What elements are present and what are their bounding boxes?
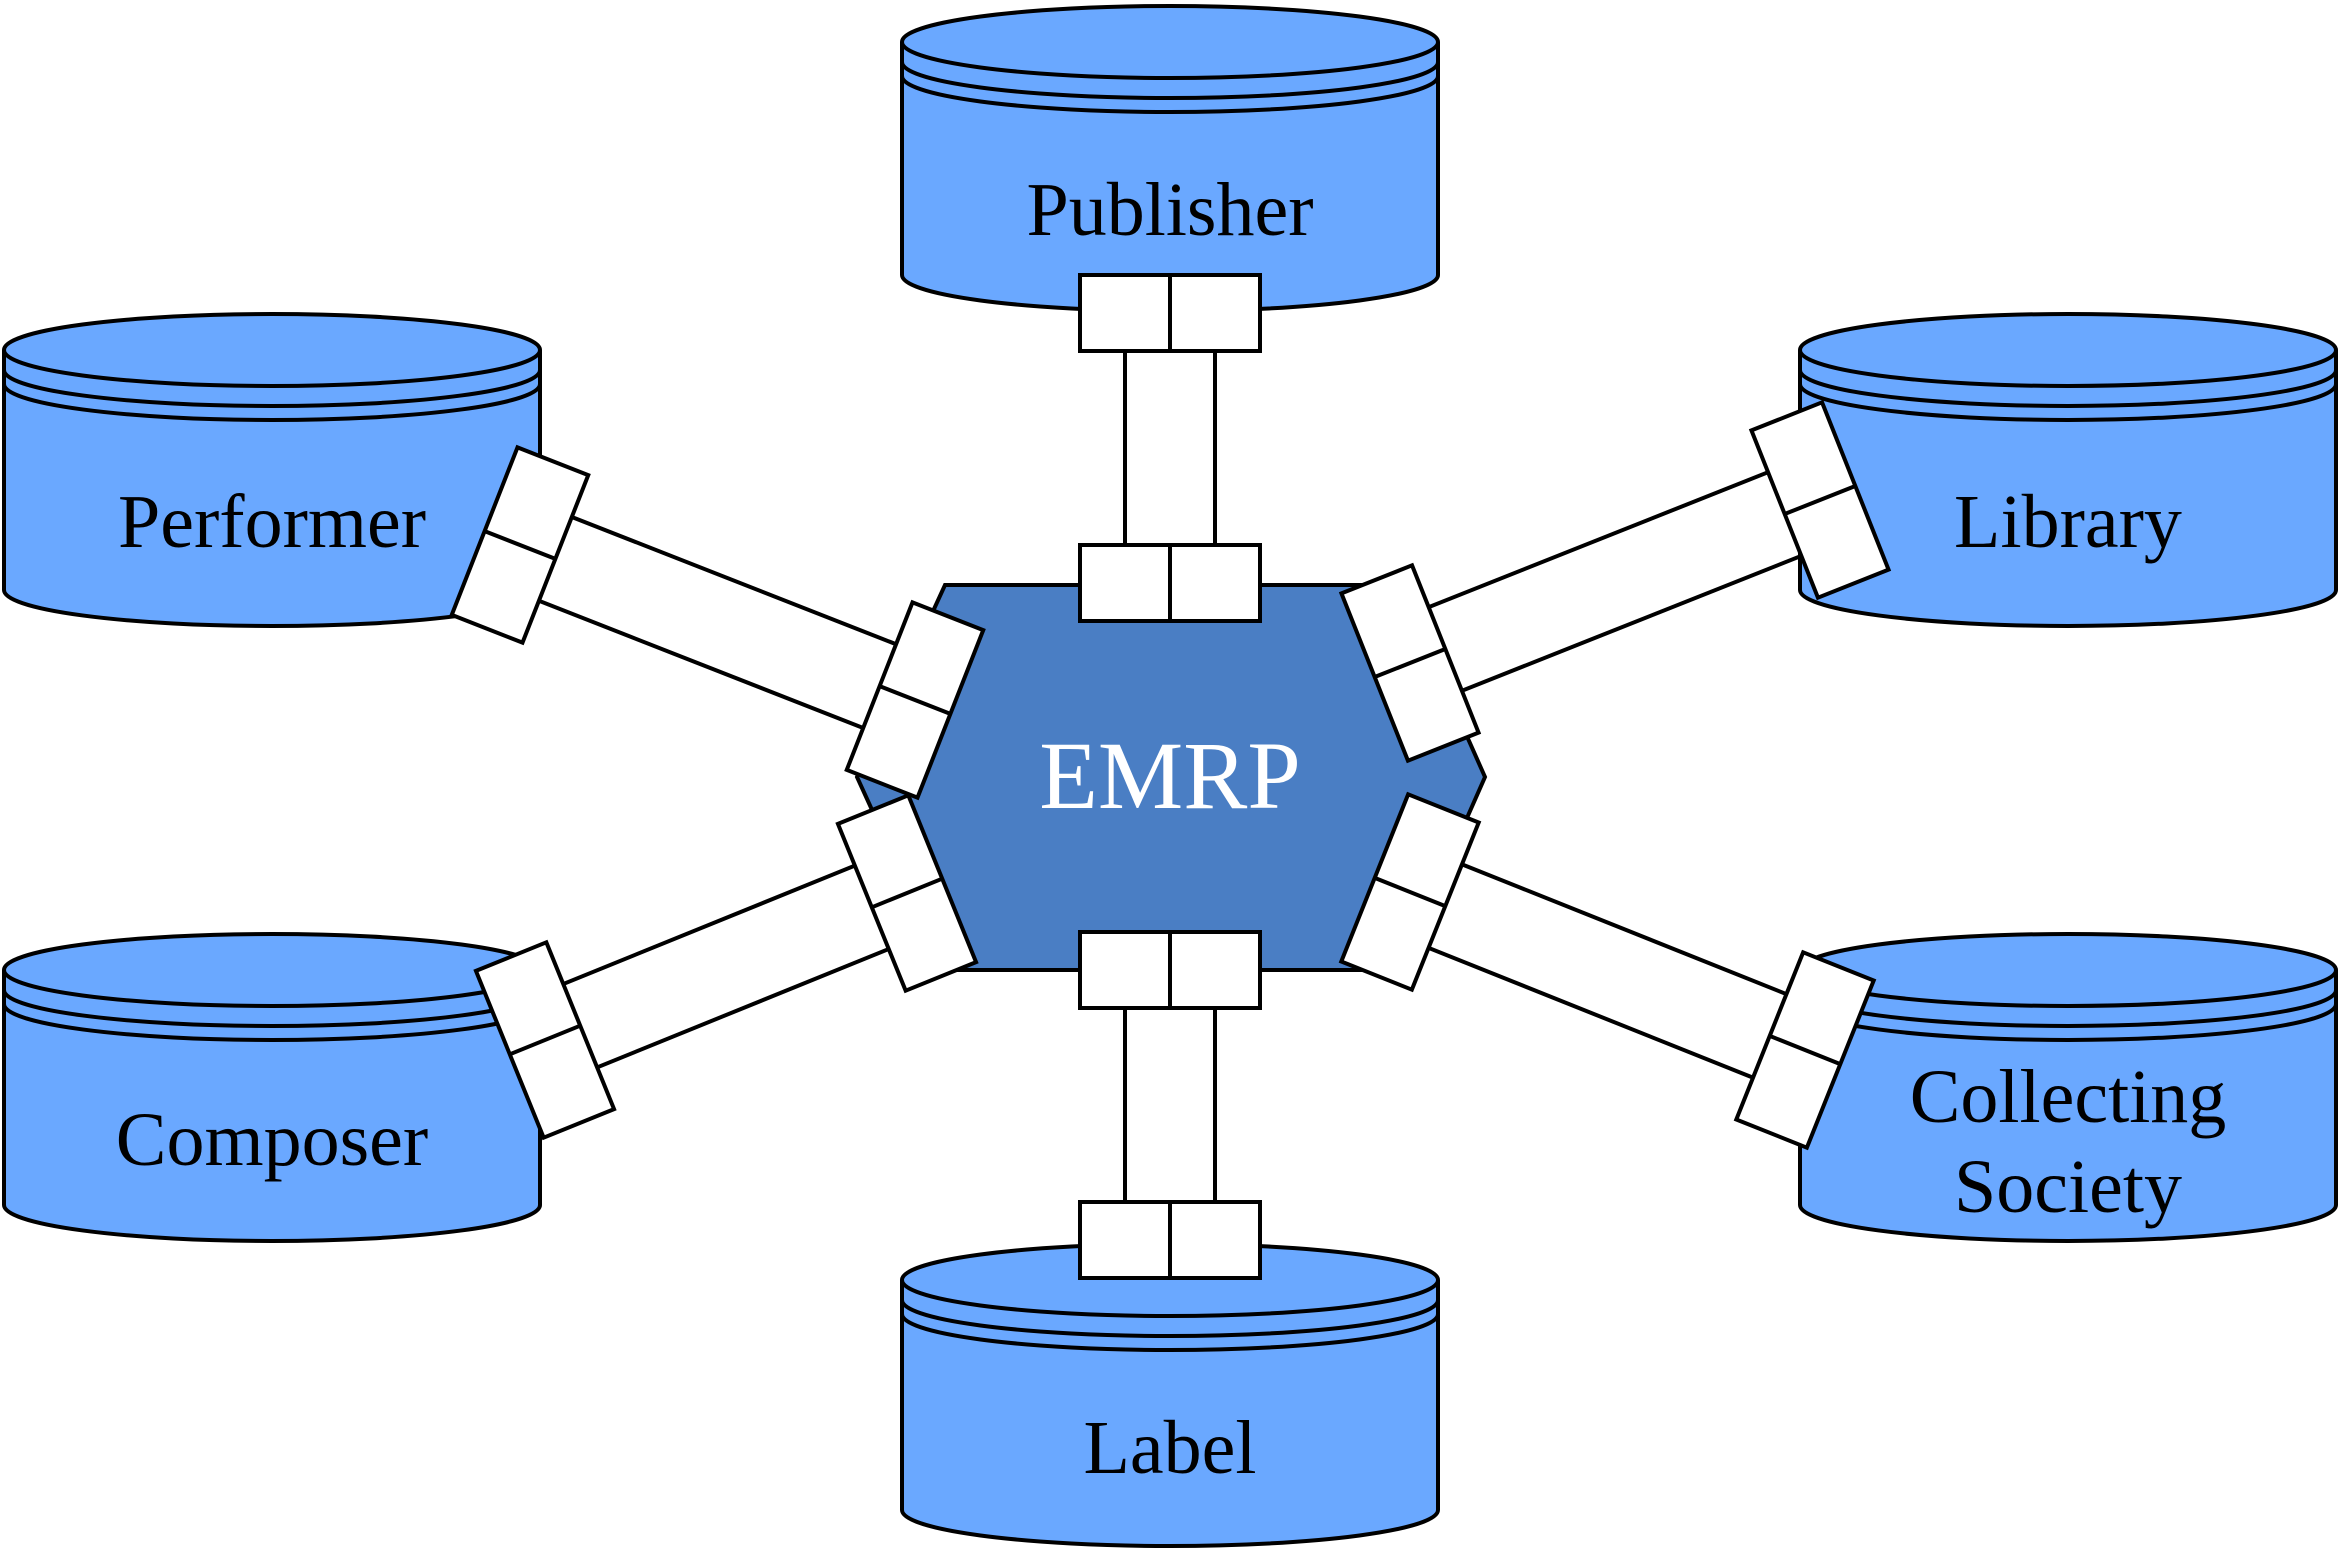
label-inner-plug [1078, 930, 1262, 1010]
performer-label: Performer [118, 480, 426, 564]
composer-database[interactable]: Composer [2, 932, 542, 1243]
collecting-outer-plug [1733, 949, 1877, 1151]
connector-bars [502, 313, 1838, 1240]
publisher-outer-plug [1078, 273, 1262, 353]
performer-database-ring [2, 383, 542, 422]
publisher-database-top [900, 4, 1440, 80]
library-database-body [1798, 350, 2338, 628]
library-database[interactable]: Library [1798, 312, 2338, 628]
collecting-society-label-line1: Collecting [1910, 1055, 2227, 1139]
publisher-connector-bar [1125, 313, 1215, 583]
label-connector-bar [1125, 970, 1215, 1240]
composer-connector-bar [528, 851, 924, 1082]
collecting-connector-edge [1425, 848, 1823, 1011]
collecting-connector-edge [1392, 931, 1790, 1094]
composer-label: Composer [116, 1098, 428, 1182]
publisher-label: Publisher [1026, 168, 1313, 252]
label-database-ring [900, 1299, 1440, 1338]
label-database[interactable]: Label [900, 1242, 1440, 1548]
library-label: Library [1954, 480, 2182, 564]
composer-database-body [2, 970, 542, 1243]
performer-connector-bar [503, 503, 932, 742]
composer-inner-plug [835, 792, 979, 994]
label-label: Label [1083, 1406, 1256, 1490]
collecting-connector-bar [1393, 850, 1822, 1092]
publisher-inner-plug [1078, 543, 1262, 623]
collecting-society-database-top [1798, 932, 2338, 1008]
library-database-ring [1798, 383, 2338, 422]
performer-database-ring [2, 369, 542, 408]
collecting-society-label-line2: Society [1954, 1145, 2182, 1229]
collecting-inner-plug [1338, 791, 1482, 993]
collecting-society-database-body [1798, 970, 2338, 1243]
composer-connector-edge [561, 932, 925, 1084]
library-connector-bar [1393, 458, 1837, 705]
performer-connector-edge [502, 585, 900, 744]
connector-plugs [449, 273, 1892, 1280]
performer-database[interactable]: Performer [2, 312, 542, 628]
composer-database-top [2, 932, 542, 1008]
performer-inner-plug [844, 599, 986, 801]
library-inner-plug [1338, 562, 1482, 764]
performer-connector-edge [535, 501, 933, 660]
library-outer-plug [1748, 399, 1892, 601]
publisher-database-ring [900, 61, 1440, 100]
library-database-top [1798, 312, 2338, 388]
label-outer-plug [1078, 1200, 1262, 1280]
emrp-label: EMRP [1039, 722, 1300, 829]
library-connector-edge [1425, 539, 1838, 707]
publisher-database-ring [900, 75, 1440, 114]
label-database-ring [900, 1313, 1440, 1352]
composer-connector-edge [527, 849, 891, 1001]
performer-database-top [2, 312, 542, 388]
collecting-society-database[interactable]: Collecting Society [1798, 932, 2338, 1243]
library-database-ring [1798, 369, 2338, 408]
publisher-database[interactable]: Publisher [900, 4, 1440, 313]
emrp-hub[interactable]: EMRP [854, 583, 1488, 972]
composer-outer-plug [473, 939, 617, 1141]
performer-outer-plug [449, 444, 591, 646]
library-connector-edge [1392, 456, 1805, 624]
